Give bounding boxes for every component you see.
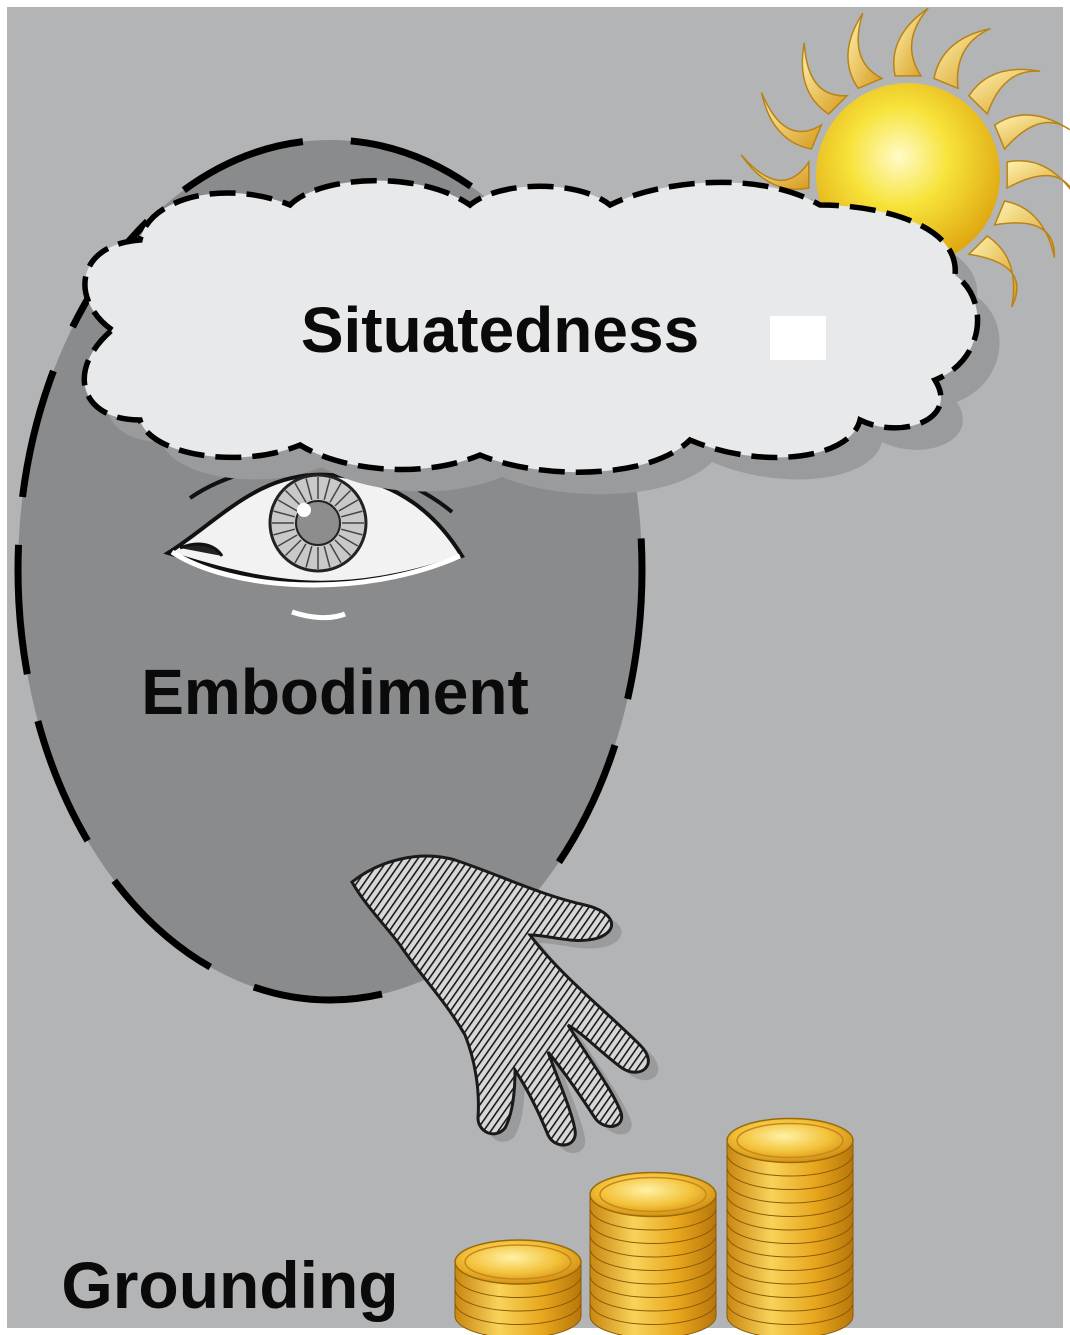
hand-icon	[350, 854, 659, 1154]
coin-stack-icon	[454, 1117, 854, 1335]
situatedness-label: Situatedness	[301, 294, 699, 366]
cloud-icon	[81, 177, 1000, 495]
white-square	[770, 316, 826, 360]
grounding-label: Grounding	[61, 1248, 398, 1322]
embodiment-label: Embodiment	[141, 656, 529, 728]
eye-icon	[163, 462, 465, 621]
